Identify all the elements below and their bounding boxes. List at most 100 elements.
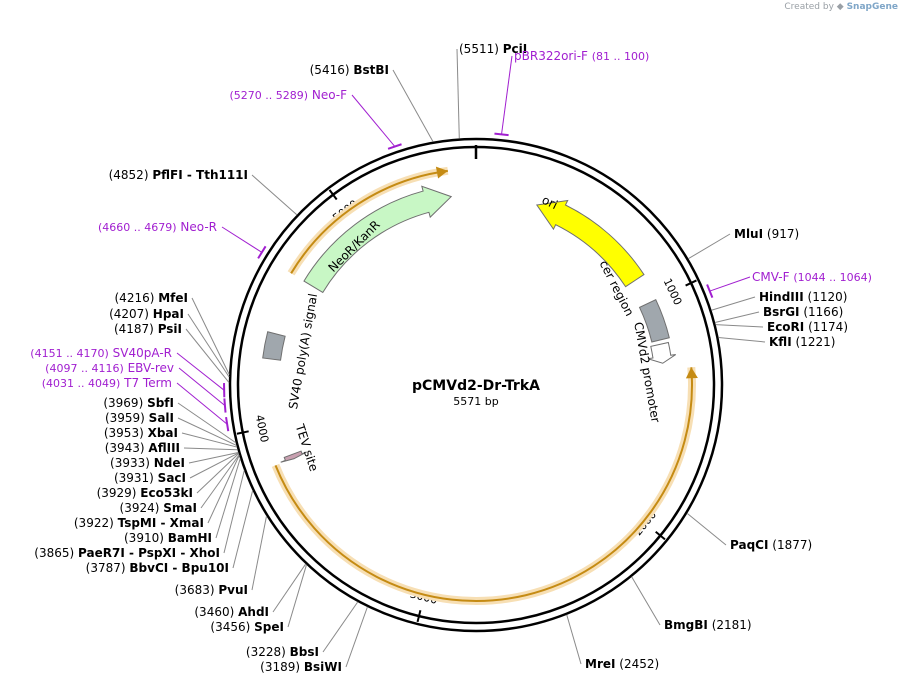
site-name: HindIII (759, 290, 804, 304)
site-name: XbaI (148, 426, 178, 440)
site-position: (3943) (105, 441, 145, 455)
site-saci: (3931) SacI (114, 471, 186, 485)
primer-mark (223, 398, 227, 413)
site-pcii: (5511) PciI (459, 42, 527, 56)
snapgene-credit: Created by ◆ SnapGene (784, 2, 898, 12)
primer-t7-term: (4031 .. 4049) T7 Term (42, 376, 172, 390)
site-position: (1174) (808, 320, 848, 334)
site-ecori: EcoRI (1174) (767, 320, 848, 334)
site-leader-line (287, 564, 307, 628)
site-position: (3189) (260, 660, 300, 674)
site-leader-line (191, 297, 230, 375)
site-name: SacI (158, 471, 186, 485)
site-name: BmgBI (664, 618, 708, 632)
site-hpai: (4207) HpaI (109, 307, 184, 321)
site-name: BsiWI (304, 660, 342, 674)
primer-name: EBV-rev (128, 361, 174, 375)
site-leader-line (345, 606, 368, 668)
site-ndei: (3933) NdeI (110, 456, 185, 470)
site-position: (3929) (97, 486, 137, 500)
orf-arc (290, 169, 448, 274)
site-leader-line (711, 296, 756, 311)
site-name: MluI (734, 227, 763, 241)
site-eco53ki: (3929) Eco53kI (97, 486, 193, 500)
tick-label: 1000 (661, 276, 685, 307)
site-position: (4216) (115, 291, 155, 305)
site-paer7i-pspxi-xhoi: (3865) PaeR7I - PspXI - XhoI (34, 546, 220, 560)
site-position: (3683) (175, 583, 215, 597)
feature-ori (535, 199, 645, 288)
site-bamhi: (3910) BamHI (124, 531, 212, 545)
site-bmgbi: BmgBI (2181) (664, 618, 752, 632)
site-position: (5416) (310, 63, 350, 77)
site-name: NdeI (154, 456, 185, 470)
site-pvui: (3683) PvuI (175, 583, 248, 597)
site-smai: (3924) SmaI (120, 501, 197, 515)
plasmid-name: pCMVd2-Dr-TrkA (412, 378, 540, 394)
site-label-layer: (5511) PciI (5416) BstBI (4852) PflFI - Tt… (34, 42, 848, 674)
site-name: MfeI (158, 291, 188, 305)
primer-range: (4151 .. 4170) (30, 347, 109, 360)
site-name: BbsI (290, 645, 319, 659)
site-leader-line (715, 324, 764, 328)
primer-leader-line (501, 55, 513, 135)
primer-range: (81 .. 100) (592, 50, 650, 63)
site-leader-line (196, 453, 240, 494)
site-leader-line (181, 432, 238, 448)
site-leader-line (189, 452, 239, 479)
feature-layer (262, 185, 676, 463)
site-bsiwi: (3189) BsiWI (260, 660, 342, 674)
orf-arc (274, 367, 693, 602)
site-leader-line (322, 601, 359, 653)
primer-pbr322ori-f: pBR322ori-F (81 .. 100) (514, 49, 649, 63)
primer-range: (4660 .. 4679) (98, 221, 177, 234)
site-leader-line (688, 233, 731, 260)
site-position: (2181) (712, 618, 752, 632)
site-paqci: PaqCI (1877) (730, 538, 812, 552)
site-psii: (4187) PsiI (114, 322, 182, 336)
site-leader-line (272, 563, 307, 613)
site-leader-line (686, 512, 727, 546)
primer-range: (4031 .. 4049) (42, 377, 121, 390)
site-leader-line (631, 576, 661, 626)
site-hindiii: HindIII (1120) (759, 290, 847, 304)
site-position: (3933) (110, 456, 150, 470)
primer-name: T7 Term (123, 376, 172, 390)
feature-cer-region (638, 299, 670, 343)
feature-label-sv40-polya: SV40 poly(A) signal (286, 292, 320, 410)
site-leader-line (200, 454, 240, 509)
site-name: PsiI (158, 322, 182, 336)
tick-label: 4000 (253, 414, 271, 444)
primer-ebv-rev: (4097 .. 4116) EBV-rev (45, 361, 174, 375)
site-leader-layer (177, 48, 766, 668)
site-position: (3910) (124, 531, 164, 545)
site-position: (1221) (796, 335, 836, 349)
site-name: AhdI (238, 605, 269, 619)
site-leader-line (392, 69, 434, 143)
backbone-outer-strand (228, 137, 724, 633)
site-position: (3953) (104, 426, 144, 440)
site-position: (3787) (86, 561, 126, 575)
site-leader-line (183, 447, 238, 451)
site-name: SalI (149, 411, 174, 425)
site-position: (1166) (803, 305, 843, 319)
site-position: (3922) (74, 516, 114, 530)
orange-arc-layer (271, 166, 698, 605)
primer-leader-line (221, 226, 263, 253)
site-position: (4207) (109, 307, 149, 321)
site-leader-line (566, 614, 582, 665)
primer-name: CMV-F (752, 270, 790, 284)
site-position: (1877) (772, 538, 812, 552)
orf-arrowhead-icon (435, 166, 448, 179)
site-position: (3460) (194, 605, 234, 619)
primer-range: (5270 .. 5289) (229, 89, 308, 102)
primer-name: SV40pA-R (113, 346, 172, 360)
site-position: (917) (767, 227, 799, 241)
site-pflfi-tth111i: (4852) PflFI - Tth111I (109, 168, 248, 182)
feature-sv40-polya (262, 331, 286, 361)
site-name: PciI (503, 42, 528, 56)
site-position: (3959) (105, 411, 145, 425)
site-name: BstBI (353, 63, 389, 77)
site-position: (3228) (246, 645, 286, 659)
site-leader-line (456, 48, 460, 139)
